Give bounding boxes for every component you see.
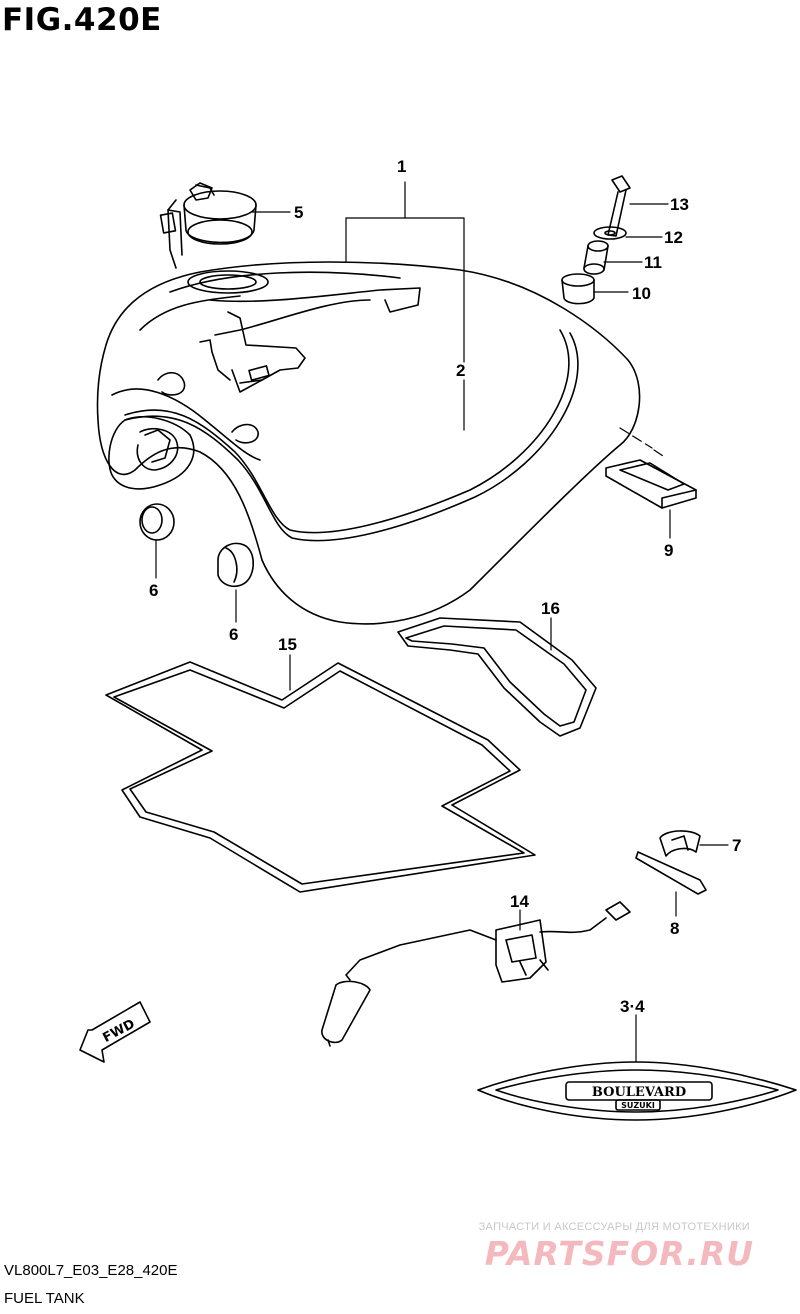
callout-1: 1 [397,157,406,176]
callout-16: 16 [541,599,560,618]
fwd-arrow [79,1001,151,1063]
boulevard-emblem[interactable] [477,1061,797,1121]
rubber-plug-2[interactable] [217,542,254,588]
callout-8: 8 [670,919,679,938]
callout-6a: 6 [149,581,158,600]
tank-pad-large[interactable] [105,661,536,893]
callout-10: 10 [632,284,651,303]
callout-2: 2 [456,361,465,380]
callout-14: 14 [510,892,529,911]
cushion[interactable] [561,273,595,305]
fuel-cap[interactable] [159,182,257,269]
callout-7: 7 [732,836,741,855]
model-code: VL800L7_E03_E28_420E [4,1262,178,1279]
callout-13: 13 [670,195,689,214]
callout-9: 9 [664,541,673,560]
washer[interactable] [593,226,627,240]
fuel-tank[interactable] [96,261,641,625]
tank-pad-small[interactable] [397,617,597,737]
callout-15: 15 [278,635,297,654]
section-name: FUEL TANK [4,1290,85,1307]
emblem-subtext: SUZUKI [621,1101,655,1110]
watermark-logo: PARTSFOR.RU [484,1234,754,1273]
cable-tie[interactable] [635,851,707,895]
clamp[interactable] [659,830,701,857]
rear-cushion[interactable] [605,459,697,509]
watermark-tagline: ЗАПЧАСТИ И АКСЕССУАРЫ ДЛЯ МОТОТЕХНИКИ [478,1221,750,1233]
leader-lines [155,181,729,1063]
figure-title: FIG.420E [2,2,162,38]
spacer[interactable] [583,240,609,275]
emblem-text: BOULEVARD [592,1085,686,1100]
callout-11: 11 [644,253,662,272]
callout-5: 5 [294,203,303,222]
fuel-level-gauge[interactable] [321,901,631,1047]
callout-3-4: 3·4 [620,997,645,1016]
rubber-plug-1[interactable] [139,503,175,541]
callout-12: 12 [664,228,683,247]
callout-6b: 6 [229,625,238,644]
